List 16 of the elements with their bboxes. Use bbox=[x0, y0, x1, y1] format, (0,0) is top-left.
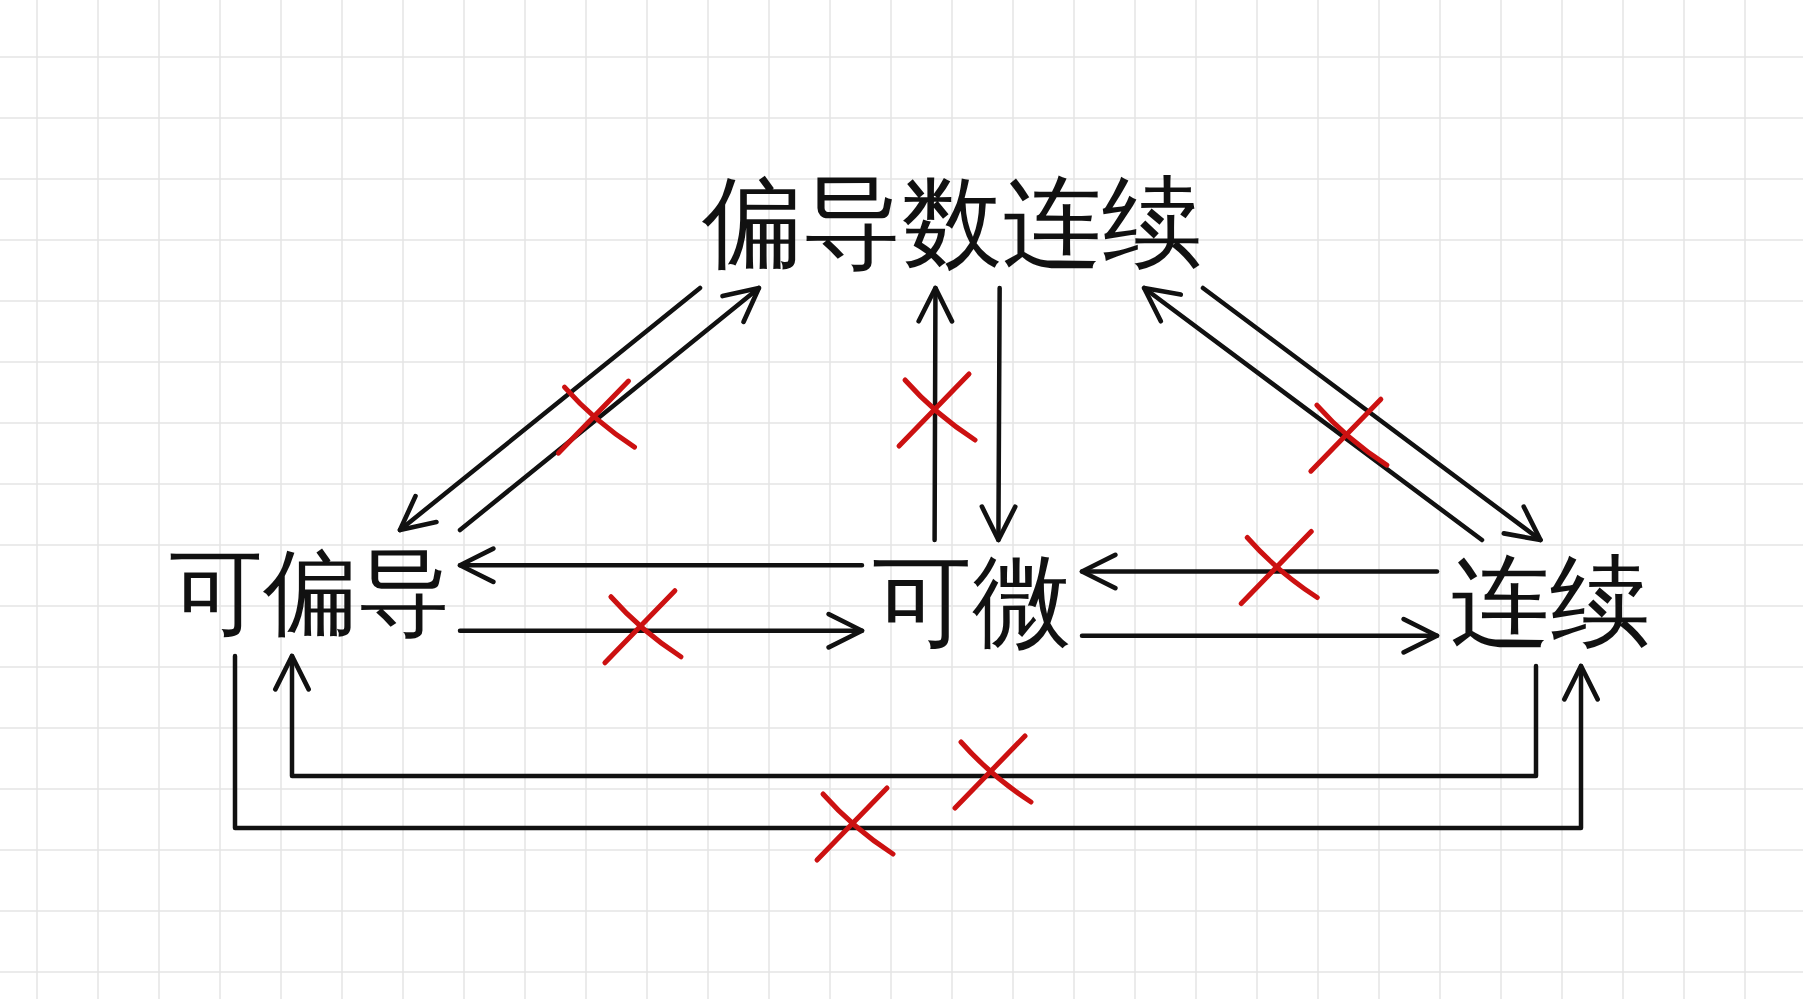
node-label: 偏导数连续 bbox=[701, 162, 1202, 283]
arrow bbox=[1079, 616, 1440, 655]
arrow bbox=[1141, 285, 1485, 543]
node-label: 可偏导 bbox=[169, 536, 451, 649]
arrow bbox=[457, 611, 865, 650]
arrow bbox=[397, 285, 703, 533]
arrow bbox=[232, 653, 1600, 831]
arrow bbox=[916, 285, 955, 543]
node-label: 可微 bbox=[872, 541, 1072, 662]
arrow bbox=[979, 285, 1018, 543]
arrow bbox=[273, 653, 1539, 779]
arrow bbox=[457, 285, 762, 533]
arrow bbox=[457, 546, 865, 585]
arrow bbox=[1079, 552, 1440, 591]
arrow bbox=[1200, 285, 1543, 543]
node-label: 连续 bbox=[1449, 541, 1650, 662]
